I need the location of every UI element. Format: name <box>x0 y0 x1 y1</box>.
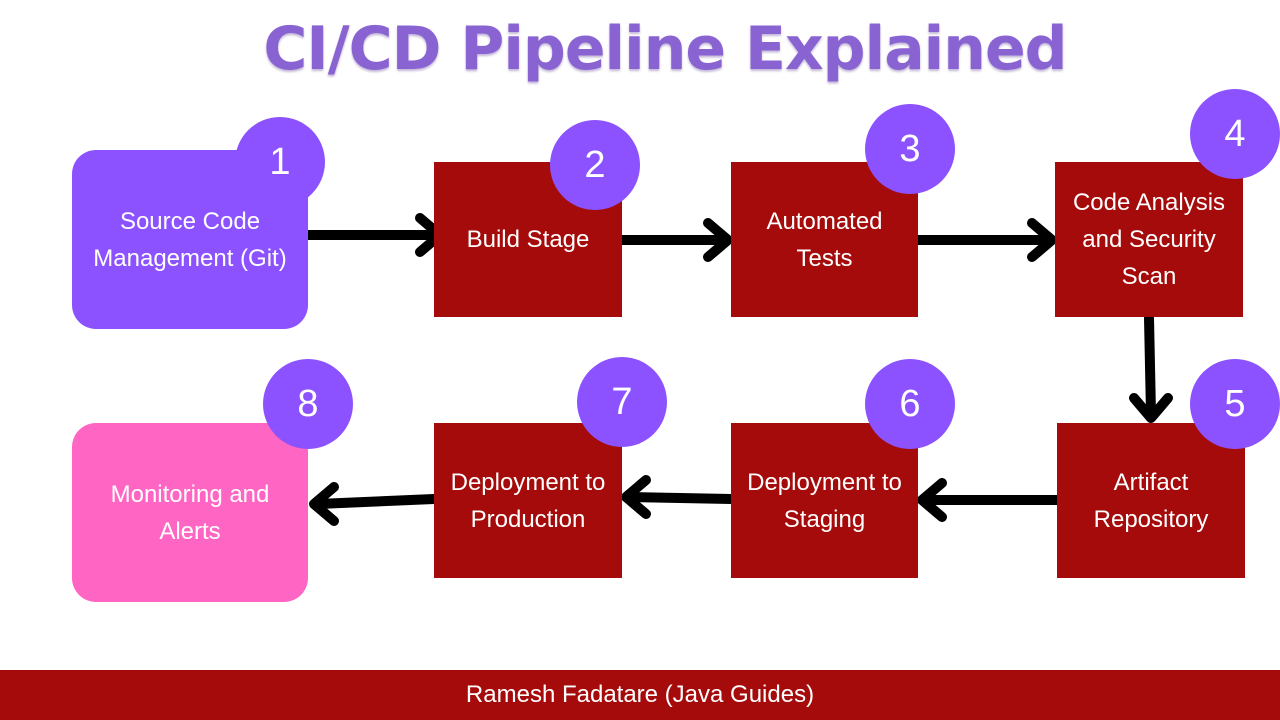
step-badge-3: 3 <box>865 104 955 194</box>
step-7-line2: Production <box>470 505 586 533</box>
arrow-3-4-head <box>1027 218 1057 262</box>
page-title: CI/CD Pipeline Explained <box>263 14 1067 84</box>
step-4-line1: Code Analysis <box>1072 189 1226 216</box>
step-6-line1: Deployment to <box>747 468 902 496</box>
arrow-4-5 <box>1144 313 1156 419</box>
arrow-7-8-head <box>309 482 339 526</box>
step-2-line1: Build Stage <box>466 226 590 253</box>
step-box-6: Deployment to Staging <box>731 423 918 578</box>
arrow-5-6-head <box>917 478 947 522</box>
step-badge-8: 8 <box>263 359 353 449</box>
step-box-2: Build Stage <box>434 162 622 317</box>
step-box-7: Deployment to Production <box>434 423 622 578</box>
step-badge-2: 2 <box>550 120 640 210</box>
step-3-line1: Automated <box>766 207 883 235</box>
arrow-2-3-head <box>703 218 733 262</box>
step-badge-6: 6 <box>865 359 955 449</box>
step-badge-7: 7 <box>577 357 667 447</box>
arrow-6-7-head <box>621 475 651 519</box>
step-8-line1: Monitoring and <box>110 480 270 508</box>
step-4-line3: Scan <box>1121 263 1177 290</box>
step-1-line2: Management (Git) <box>93 244 287 272</box>
step-5-line2: Repository <box>1093 505 1209 533</box>
step-badge-5: 5 <box>1190 359 1280 449</box>
step-1-line1: Source Code <box>119 207 261 235</box>
step-7-line1: Deployment to <box>450 468 606 496</box>
footer-credit: Ramesh Fadatare (Java Guides) <box>0 670 1280 720</box>
step-badge-4: 4 <box>1190 89 1280 179</box>
step-5-line1: Artifact <box>1113 468 1189 496</box>
arrow-7-8 <box>313 494 439 509</box>
step-4-line2: and Security <box>1082 226 1216 253</box>
arrow-4-5-head <box>1129 393 1173 423</box>
step-3-line2: Tests <box>796 244 853 272</box>
step-6-line2: Staging <box>783 505 866 533</box>
step-badge-1: 1 <box>235 117 325 207</box>
arrow-6-7 <box>625 492 736 504</box>
step-8-line2: Alerts <box>159 517 221 545</box>
